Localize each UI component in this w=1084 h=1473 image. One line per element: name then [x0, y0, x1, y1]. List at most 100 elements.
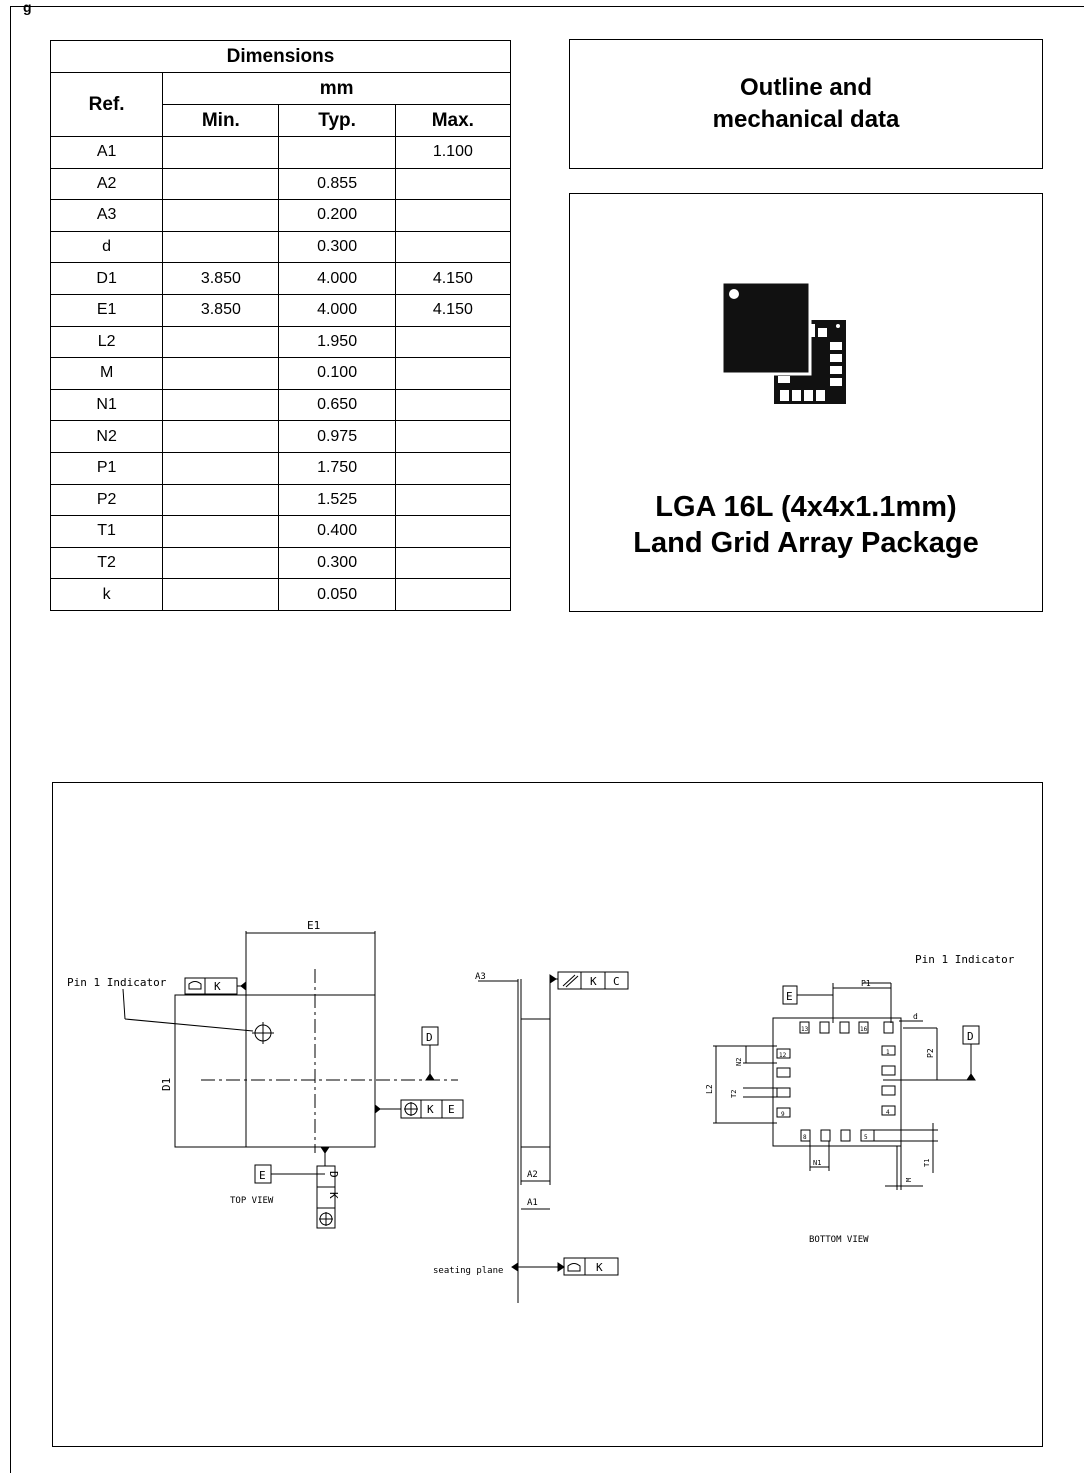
package-title-line1: LGA 16L (4x4x1.1mm) [655, 491, 957, 523]
cell-ref: T1 [49, 515, 164, 548]
cell-typ: 0.975 [278, 420, 396, 453]
pad-5 [860, 1129, 875, 1142]
table-row: P1 1.750 [49, 451, 512, 485]
cell-typ: 4.000 [278, 262, 396, 295]
label-d: D [327, 1171, 340, 1178]
table-row: k 0.050 [49, 578, 512, 611]
cell-min [162, 420, 280, 453]
label-k: K [214, 980, 221, 993]
svg-text:5: 5 [864, 1134, 868, 1141]
cell-typ [278, 136, 396, 169]
label-p2: P2 [926, 1048, 935, 1058]
cell-typ: 1.750 [278, 451, 396, 485]
cell-min [162, 357, 280, 390]
pad-4 [881, 1105, 896, 1116]
svg-text:13: 13 [801, 1026, 809, 1033]
label-l2: L2 [705, 1084, 714, 1094]
table-row: M 0.100 [49, 357, 512, 390]
cell-min: 3.850 [162, 293, 280, 327]
label-k: K [427, 1103, 434, 1116]
svg-text:4: 4 [886, 1109, 890, 1116]
cell-ref: A2 [49, 167, 164, 201]
cell-ref: A3 [49, 199, 164, 232]
cell-ref: M [49, 357, 164, 390]
table-row: d 0.300 [49, 230, 512, 264]
outline-title-line2: mechanical data [712, 106, 900, 133]
package-box: LGA 16L (4x4x1.1mm) Land Grid Array Pack… [569, 193, 1043, 612]
label-k: K [590, 975, 597, 988]
top-view-label: TOP VIEW [230, 1196, 274, 1206]
cell-ref: D1 [49, 262, 164, 295]
cell-typ: 0.855 [278, 167, 396, 201]
cell-max: 1.100 [394, 136, 512, 169]
cell-ref: d [49, 230, 164, 264]
cell-min: 3.850 [162, 262, 280, 295]
cell-max [394, 230, 512, 264]
typ-header: Typ. [278, 104, 396, 137]
pin1-indicator-right-label: Pin 1 Indicator [915, 953, 1015, 966]
cell-max [394, 546, 512, 580]
label-d-small: d [913, 1012, 918, 1021]
cell-ref: N1 [49, 388, 164, 422]
cell-min [162, 167, 280, 201]
table-header: Dimensions [50, 40, 511, 73]
mechanical-drawing: E 1 D1 Pin 1 Indicator K D [52, 782, 1043, 1447]
cell-min [162, 325, 280, 359]
pad-8 [800, 1129, 811, 1142]
cell-ref: L2 [49, 325, 164, 359]
cell-min [162, 515, 280, 548]
pad-16 [858, 1021, 869, 1034]
svg-text:1: 1 [886, 1049, 890, 1056]
cell-max: 4.150 [394, 262, 512, 295]
label-datum-d: D [426, 1031, 433, 1044]
cell-min [162, 230, 280, 264]
side-view: A3 K C A2 A1 K seating plane [433, 971, 629, 1303]
cell-typ: 1.525 [278, 483, 396, 517]
label-datum-e-bottom: E [786, 990, 793, 1003]
label-e: E [448, 1103, 455, 1116]
label-n1: N1 [813, 1159, 821, 1167]
top-view: E1 D1 Pin 1 Indicator K D [67, 919, 464, 1229]
seating-plane-label: seating plane [433, 1266, 503, 1276]
svg-text:9: 9 [781, 1111, 785, 1118]
unit-header: mm [162, 72, 511, 105]
cell-max [394, 515, 512, 548]
pin1-indicator-label: Pin 1 Indicator [67, 976, 167, 989]
cell-ref: A1 [49, 136, 164, 169]
label-t2: T2 [730, 1090, 738, 1098]
cell-typ: 0.300 [278, 546, 396, 580]
svg-text:16: 16 [860, 1026, 868, 1033]
cell-min [162, 578, 280, 611]
cell-typ: 0.050 [278, 578, 396, 611]
cell-min [162, 136, 280, 169]
cell-ref: E1 [49, 293, 164, 327]
cell-max [394, 451, 512, 485]
label-d1: D1 [160, 1078, 173, 1091]
mechanical-drawing-svg: E 1 D1 Pin 1 Indicator K D [67, 919, 1015, 1303]
pad-12 [776, 1048, 791, 1059]
cell-typ: 0.100 [278, 357, 396, 390]
bottom-view: Pin 1 Indicator 13 16 1 4 12 9 [705, 953, 1015, 1245]
cell-min [162, 451, 280, 485]
pad-13 [799, 1021, 810, 1034]
cell-typ: 0.300 [278, 230, 396, 264]
cell-max [394, 388, 512, 422]
package-title-line2: Land Grid Array Package [633, 527, 979, 559]
cell-max: 4.150 [394, 293, 512, 327]
cell-ref: k [49, 578, 164, 611]
label-a1: A1 [527, 1198, 538, 1208]
cell-min [162, 199, 280, 232]
label-m: M [905, 1178, 913, 1182]
cell-max [394, 325, 512, 359]
cell-max [394, 578, 512, 611]
cell-ref: P1 [49, 451, 164, 485]
bottom-view-label: BOTTOM VIEW [809, 1235, 869, 1245]
